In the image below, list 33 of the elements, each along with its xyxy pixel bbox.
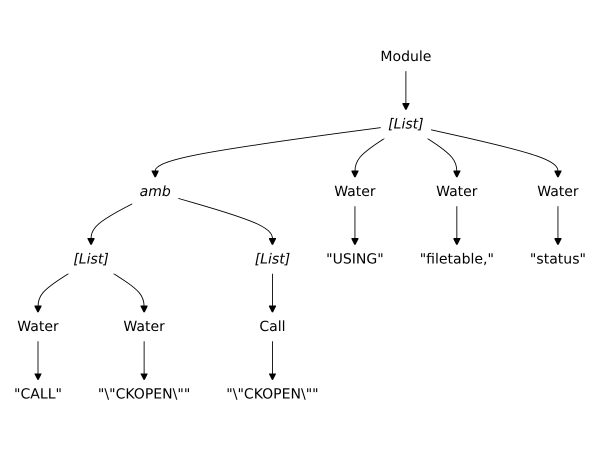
arrow [452,205,461,246]
node-text: Water [17,318,59,335]
node-text: Water [537,182,579,200]
node-text: "CALL" [14,386,62,402]
node-text: "filetable," [420,250,494,268]
node-text: amb [140,182,171,200]
node-text: "\"CKOPEN\"" [226,386,319,402]
node-text: [List] [254,250,290,268]
node-text: Water [334,182,376,200]
node-text: Call [259,318,286,335]
arrow [430,129,562,178]
node-text: "status" [530,250,586,268]
arrow [140,340,148,381]
node-text: Water [123,318,165,335]
arrow [87,203,134,246]
node-text: [List] [73,250,109,268]
arrow [34,272,70,314]
arrow [554,205,562,246]
node-text: Module [380,48,432,65]
arrow [402,70,410,111]
node-text: "\"CKOPEN\"" [98,386,190,402]
arrow [268,272,276,314]
arrow [112,272,148,314]
node-text: Water [436,182,478,200]
arrow [351,205,359,246]
arrow [177,198,276,246]
arrow [34,340,42,381]
arrow [151,127,382,178]
node-text: "USING" [326,250,384,268]
arrow [268,340,276,381]
node-text: [List] [388,115,424,132]
arrow [351,138,386,178]
arrow [426,138,461,178]
